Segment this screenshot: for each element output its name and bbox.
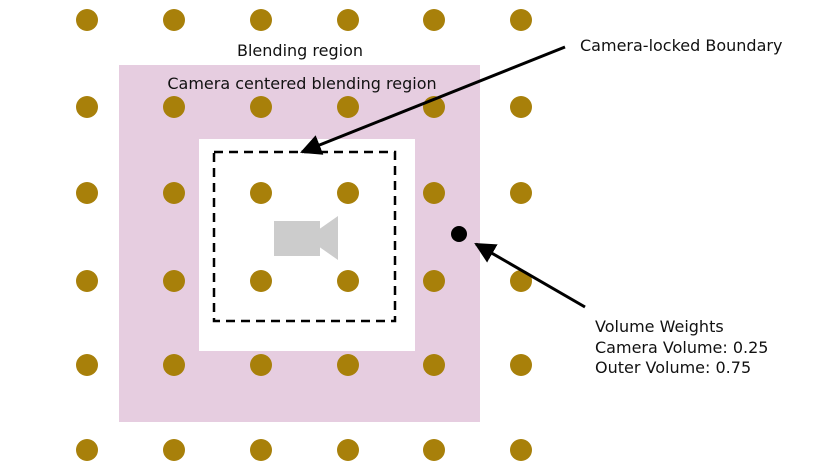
probe-grid xyxy=(76,9,532,461)
probe-dot-icon xyxy=(163,182,185,204)
probe-dot-icon xyxy=(250,354,272,376)
probe-dot-icon xyxy=(250,439,272,461)
probe-dot-icon xyxy=(423,354,445,376)
probe-dot-icon xyxy=(423,182,445,204)
probe-dot-icon xyxy=(76,96,98,118)
outer-volume-weight: Outer Volume: 0.75 xyxy=(595,358,751,377)
probe-dot-icon xyxy=(510,9,532,31)
probe-dot-icon xyxy=(163,439,185,461)
probe-dot-icon xyxy=(76,354,98,376)
probe-dot-icon xyxy=(510,96,532,118)
camera-locked-boundary-label: Camera-locked Boundary xyxy=(580,36,782,55)
probe-dot-icon xyxy=(337,270,359,292)
camera-volume-weight: Camera Volume: 0.25 xyxy=(595,338,768,357)
probe-dot-icon xyxy=(76,9,98,31)
boundary-arrow xyxy=(300,45,566,155)
probe-dot-icon xyxy=(76,439,98,461)
probe-dot-icon xyxy=(337,9,359,31)
probe-dot-icon xyxy=(163,9,185,31)
probe-dot-icon xyxy=(510,270,532,292)
blending-region-label: Blending region xyxy=(237,41,363,60)
probe-dot-icon xyxy=(423,9,445,31)
video-camera-icon xyxy=(274,216,338,260)
probe-dot-icon xyxy=(510,439,532,461)
probe-dot-icon xyxy=(163,96,185,118)
probe-dot-icon xyxy=(510,354,532,376)
probe-dot-icon xyxy=(510,182,532,204)
probe-dot-icon xyxy=(163,270,185,292)
probe-dot-icon xyxy=(337,182,359,204)
probe-dot-icon xyxy=(423,439,445,461)
probe-dot-icon xyxy=(76,182,98,204)
probe-dot-icon xyxy=(423,270,445,292)
probe-dot-icon xyxy=(250,96,272,118)
volume-weights-title: Volume Weights xyxy=(595,317,724,336)
probe-dot-icon xyxy=(337,439,359,461)
probe-dot-icon xyxy=(250,270,272,292)
probe-dot-icon xyxy=(337,354,359,376)
probe-dot-icon xyxy=(163,354,185,376)
probe-dot-icon xyxy=(250,9,272,31)
probe-dot-icon xyxy=(76,270,98,292)
weight-sample-dot xyxy=(451,226,467,242)
probe-dot-icon xyxy=(337,96,359,118)
camera-centered-region-label: Camera centered blending region xyxy=(167,74,436,93)
probe-dot-icon xyxy=(250,182,272,204)
weights-arrow xyxy=(474,242,586,309)
